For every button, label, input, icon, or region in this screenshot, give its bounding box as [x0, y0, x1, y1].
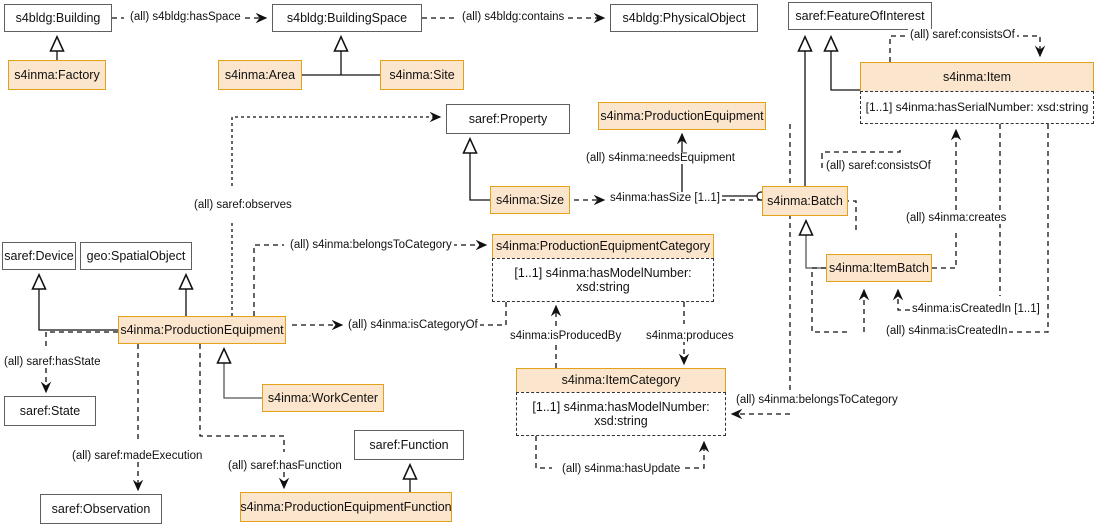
- node-saref-featureofinterest[interactable]: saref:FeatureOfInterest: [788, 2, 932, 30]
- edge-label-consistsOf-item: (all) saref:consistsOf: [908, 29, 1017, 41]
- node-s4inma-batch[interactable]: s4inma:Batch: [762, 186, 848, 216]
- edge-belongsToCategory-item: [730, 124, 791, 420]
- gen-itembatch-batch: [798, 218, 826, 269]
- node-geo-spatialobject[interactable]: geo:SpatialObject: [80, 242, 192, 270]
- edge-label-isCategoryOf: (all) s4inma:isCategoryOf: [346, 319, 480, 331]
- edge-label-isProducedBy: s4inma:isProducedBy: [508, 330, 624, 342]
- node-itemcategory-attribute: [1..1] s4inma:hasModelNumber: xsd:string: [516, 392, 726, 436]
- node-s4inma-productionequipmentfunction[interactable]: s4inma:ProductionEquipmentFunction: [240, 492, 452, 522]
- edge-label-isCreatedIn: (all) s4inma:isCreatedIn: [884, 325, 1010, 337]
- edge-label-observes: (all) saref:observes: [192, 199, 294, 211]
- node-pecategory-header: s4inma:ProductionEquipmentCategory: [492, 234, 714, 259]
- edge-observes: [231, 111, 442, 316]
- node-s4inma-item[interactable]: s4inma:Item [1..1] s4inma:hasSerialNumbe…: [860, 62, 1094, 124]
- edge-label-hasSpace: (all) s4bldg:hasSpace: [128, 11, 243, 23]
- edge-label-creates: (all) s4inma:creates: [904, 212, 1009, 224]
- node-s4inma-productionequipment[interactable]: s4inma:ProductionEquipment: [118, 316, 286, 344]
- edge-label-needsEquipment: (all) s4inma:needsEquipment: [584, 152, 737, 164]
- edge-belongsToCategory-pe: [253, 239, 488, 316]
- node-s4inma-item-attribute: [1..1] s4inma:hasSerialNumber: xsd:strin…: [860, 91, 1094, 124]
- node-saref-device[interactable]: saref:Device: [2, 242, 76, 270]
- node-saref-observation[interactable]: saref:Observation: [40, 494, 162, 524]
- edge-label-consistsOf-batch: (all) saref:consistsOf: [824, 160, 933, 172]
- edge-label-madeExecution: (all) saref:madeExecution: [70, 450, 205, 462]
- node-s4inma-item-header: s4inma:Item: [860, 62, 1094, 92]
- node-s4inma-itembatch[interactable]: s4inma:ItemBatch: [826, 254, 932, 282]
- edge-label-belongsToCategory-pe: (all) s4inma:belongsToCategory: [288, 239, 454, 251]
- edge-label-contains: (all) s4bldg:contains: [460, 11, 567, 23]
- itemcategory-attr-line1: [1..1] s4inma:hasModelNumber:: [532, 399, 710, 414]
- node-s4bldg-buildingspace[interactable]: s4bldg:BuildingSpace: [272, 4, 422, 32]
- gen-area-site-bspace: [302, 38, 380, 76]
- itemcategory-attr-line2: xsd:string: [594, 414, 648, 429]
- pecategory-attr-line2: xsd:string: [576, 280, 630, 295]
- edge-label-belongsToCategory-item: (all) s4inma:belongsToCategory: [734, 394, 900, 406]
- gen-workcenter-prodeq: [216, 346, 262, 399]
- node-s4inma-factory[interactable]: s4inma:Factory: [8, 60, 106, 90]
- gen-size-property: [462, 136, 490, 201]
- node-itemcategory-header: s4inma:ItemCategory: [516, 368, 726, 393]
- edge-label-hasSize: s4inma:hasSize [1..1]: [608, 192, 722, 204]
- node-saref-function[interactable]: saref:Function: [354, 430, 464, 460]
- node-s4inma-itemcategory[interactable]: s4inma:ItemCategory [1..1] s4inma:hasMod…: [516, 368, 726, 436]
- node-s4inma-productionequipmentcategory[interactable]: s4inma:ProductionEquipmentCategory [1..1…: [492, 234, 714, 302]
- node-saref-state[interactable]: saref:State: [4, 396, 96, 426]
- edge-label-produces: s4inma:produces: [644, 330, 736, 342]
- edge-label-hasUpdate: (all) s4inma:hasUpdate: [560, 463, 683, 475]
- node-s4inma-site[interactable]: s4inma:Site: [380, 60, 464, 90]
- node-pecategory-attribute: [1..1] s4inma:hasModelNumber: xsd:string: [492, 258, 714, 302]
- edge-needsEquipment: [676, 132, 762, 197]
- edge-label-isCreatedIn-card: s4inma:isCreatedIn [1..1]: [910, 303, 1042, 315]
- pecategory-attr-line1: [1..1] s4inma:hasModelNumber:: [514, 265, 692, 280]
- gen-prodeq-device: [31, 272, 118, 331]
- edge-label-hasFunction: (all) saref:hasFunction: [226, 460, 344, 472]
- node-s4inma-productionequipment-top[interactable]: s4inma:ProductionEquipment: [598, 102, 766, 130]
- edge-isCreatedIn: [858, 124, 1049, 333]
- node-s4inma-size[interactable]: s4inma:Size: [490, 186, 570, 214]
- node-s4inma-area[interactable]: s4inma:Area: [218, 60, 302, 90]
- gen-item-foi: [823, 34, 860, 91]
- edge-creates: [932, 128, 962, 269]
- node-s4inma-workcenter[interactable]: s4inma:WorkCenter: [262, 384, 384, 412]
- node-s4bldg-building[interactable]: s4bldg:Building: [4, 4, 112, 32]
- edge-label-hasState: (all) saref:hasState: [2, 356, 103, 368]
- node-s4bldg-physicalobject[interactable]: s4bldg:PhysicalObject: [610, 4, 758, 32]
- node-saref-property[interactable]: saref:Property: [446, 104, 570, 134]
